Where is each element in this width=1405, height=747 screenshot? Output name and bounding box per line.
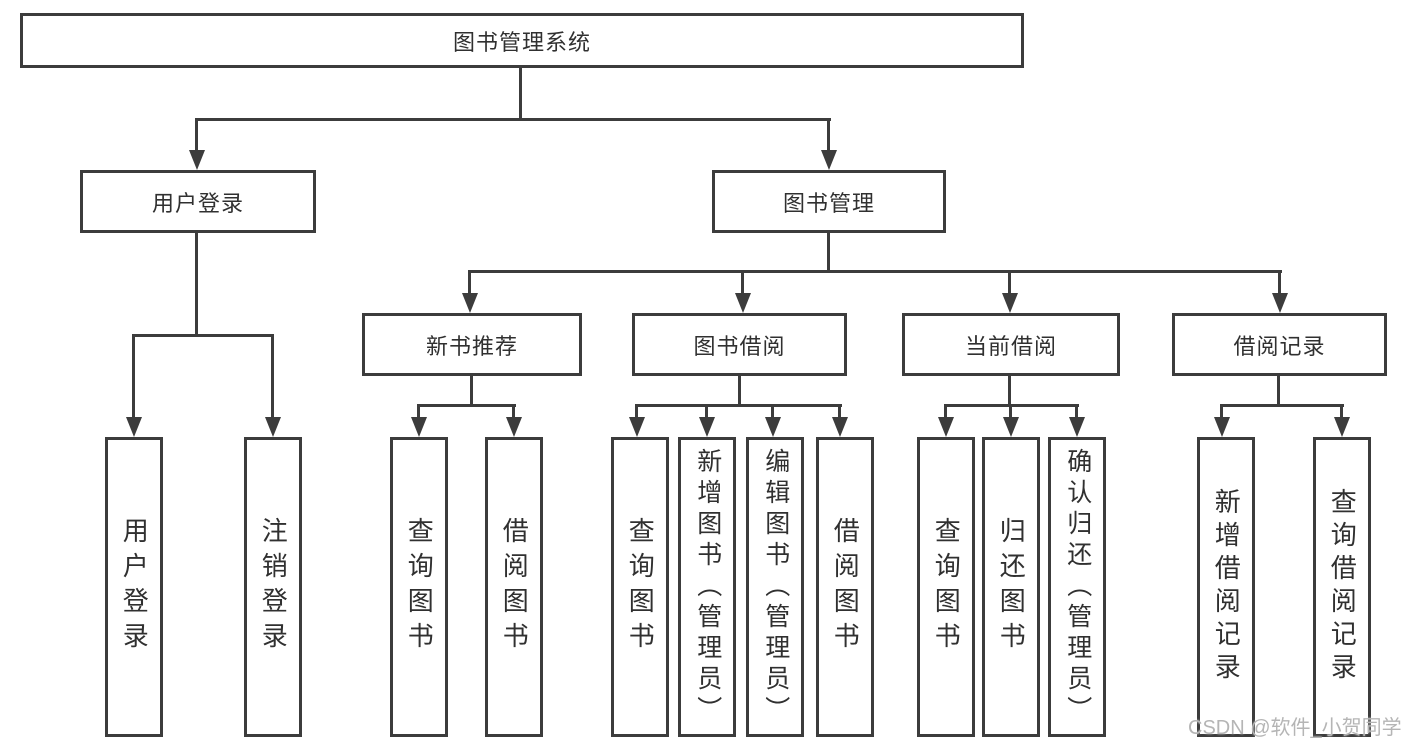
leaf-logout: 注销登录	[244, 437, 302, 737]
leaf-label: 编辑图书（管理员）	[761, 447, 790, 727]
arrowhead-down-icon	[821, 150, 837, 170]
connector-line	[271, 334, 274, 418]
connector-line	[417, 404, 420, 422]
connector-line	[705, 404, 708, 422]
connector-line	[132, 334, 135, 418]
leaf-query-books-current: 查询图书	[917, 437, 975, 737]
arrowhead-down-icon	[832, 417, 848, 437]
arrowhead-down-icon	[506, 417, 522, 437]
connector-line	[512, 404, 515, 422]
connector-line	[1277, 376, 1280, 407]
connector-line	[838, 404, 841, 422]
node-system-root: 图书管理系统	[20, 13, 1024, 68]
csdn-watermark: CSDN @软件_小贺同学	[1188, 717, 1402, 739]
connector-line	[132, 334, 274, 337]
connector-line	[635, 404, 842, 407]
connector-line	[827, 233, 830, 273]
connector-line	[1009, 404, 1012, 422]
connector-line	[519, 68, 522, 120]
leaf-user-login: 用户登录	[105, 437, 163, 737]
leaf-label: 用户登录	[119, 517, 150, 657]
connector-line	[1075, 404, 1078, 422]
leaf-add-books-admin: 新增图书（管理员）	[678, 437, 736, 737]
node-label: 图书借阅	[693, 333, 786, 359]
connector-line	[195, 118, 198, 152]
leaf-query-books-recommend: 查询图书	[390, 437, 448, 737]
node-label: 图书管理	[782, 190, 875, 216]
leaf-confirm-return-admin: 确认归还（管理员）	[1048, 437, 1106, 737]
leaf-label: 查询图书	[931, 517, 962, 657]
leaf-label: 借阅图书	[499, 517, 530, 657]
leaf-borrow-books: 借阅图书	[816, 437, 874, 737]
arrowhead-down-icon	[411, 417, 427, 437]
leaf-label: 归还图书	[996, 517, 1027, 657]
leaf-label: 注销登录	[258, 517, 289, 657]
connector-line	[741, 270, 744, 296]
leaf-return-books: 归还图书	[982, 437, 1040, 737]
connector-line	[635, 404, 638, 422]
node-new-book-recommend: 新书推荐	[362, 313, 582, 376]
connector-line	[738, 376, 741, 407]
leaf-label: 查询图书	[625, 517, 656, 657]
arrowhead-down-icon	[629, 417, 645, 437]
leaf-edit-books-admin: 编辑图书（管理员）	[746, 437, 804, 737]
arrowhead-down-icon	[189, 150, 205, 170]
node-label: 当前借阅	[964, 333, 1057, 359]
leaf-label: 新增借阅记录	[1211, 488, 1242, 686]
arrowhead-down-icon	[1069, 417, 1085, 437]
connector-line	[1220, 404, 1223, 422]
leaf-label: 确认归还（管理员）	[1063, 447, 1092, 727]
connector-line	[195, 118, 831, 121]
leaf-label: 查询图书	[404, 517, 435, 657]
node-current-borrow: 当前借阅	[902, 313, 1120, 376]
connector-line	[1008, 376, 1011, 407]
connector-line	[1278, 270, 1281, 296]
node-label: 用户登录	[151, 190, 244, 216]
node-label: 图书管理系统	[452, 29, 591, 55]
connector-line	[468, 270, 471, 296]
connector-line	[1008, 270, 1011, 296]
arrowhead-down-icon	[735, 293, 751, 313]
arrowhead-down-icon	[462, 293, 478, 313]
node-book-management: 图书管理	[712, 170, 946, 233]
arrowhead-down-icon	[126, 417, 142, 437]
leaf-query-borrow-record: 查询借阅记录	[1313, 437, 1371, 737]
connector-line	[1340, 404, 1343, 422]
connector-line	[468, 270, 1282, 273]
leaf-borrow-books-recommend: 借阅图书	[485, 437, 543, 737]
node-borrow-records: 借阅记录	[1172, 313, 1387, 376]
arrowhead-down-icon	[265, 417, 281, 437]
leaf-label: 新增图书（管理员）	[693, 447, 722, 727]
arrowhead-down-icon	[1002, 293, 1018, 313]
arrowhead-down-icon	[1272, 293, 1288, 313]
leaf-add-borrow-record: 新增借阅记录	[1197, 437, 1255, 737]
arrowhead-down-icon	[699, 417, 715, 437]
connector-line	[417, 404, 516, 407]
arrowhead-down-icon	[1214, 417, 1230, 437]
node-user-login: 用户登录	[80, 170, 316, 233]
connector-line	[1220, 404, 1344, 407]
arrowhead-down-icon	[938, 417, 954, 437]
node-label: 新书推荐	[425, 333, 518, 359]
leaf-label: 借阅图书	[830, 517, 861, 657]
connector-line	[771, 404, 774, 422]
connector-line	[470, 376, 473, 407]
node-label: 借阅记录	[1233, 333, 1326, 359]
arrowhead-down-icon	[1334, 417, 1350, 437]
arrowhead-down-icon	[765, 417, 781, 437]
arrowhead-down-icon	[1003, 417, 1019, 437]
leaf-query-books-borrow: 查询图书	[611, 437, 669, 737]
connector-line	[827, 118, 830, 152]
connector-line	[195, 233, 198, 337]
node-book-borrow: 图书借阅	[632, 313, 847, 376]
connector-line	[944, 404, 947, 422]
leaf-label: 查询借阅记录	[1327, 488, 1358, 686]
